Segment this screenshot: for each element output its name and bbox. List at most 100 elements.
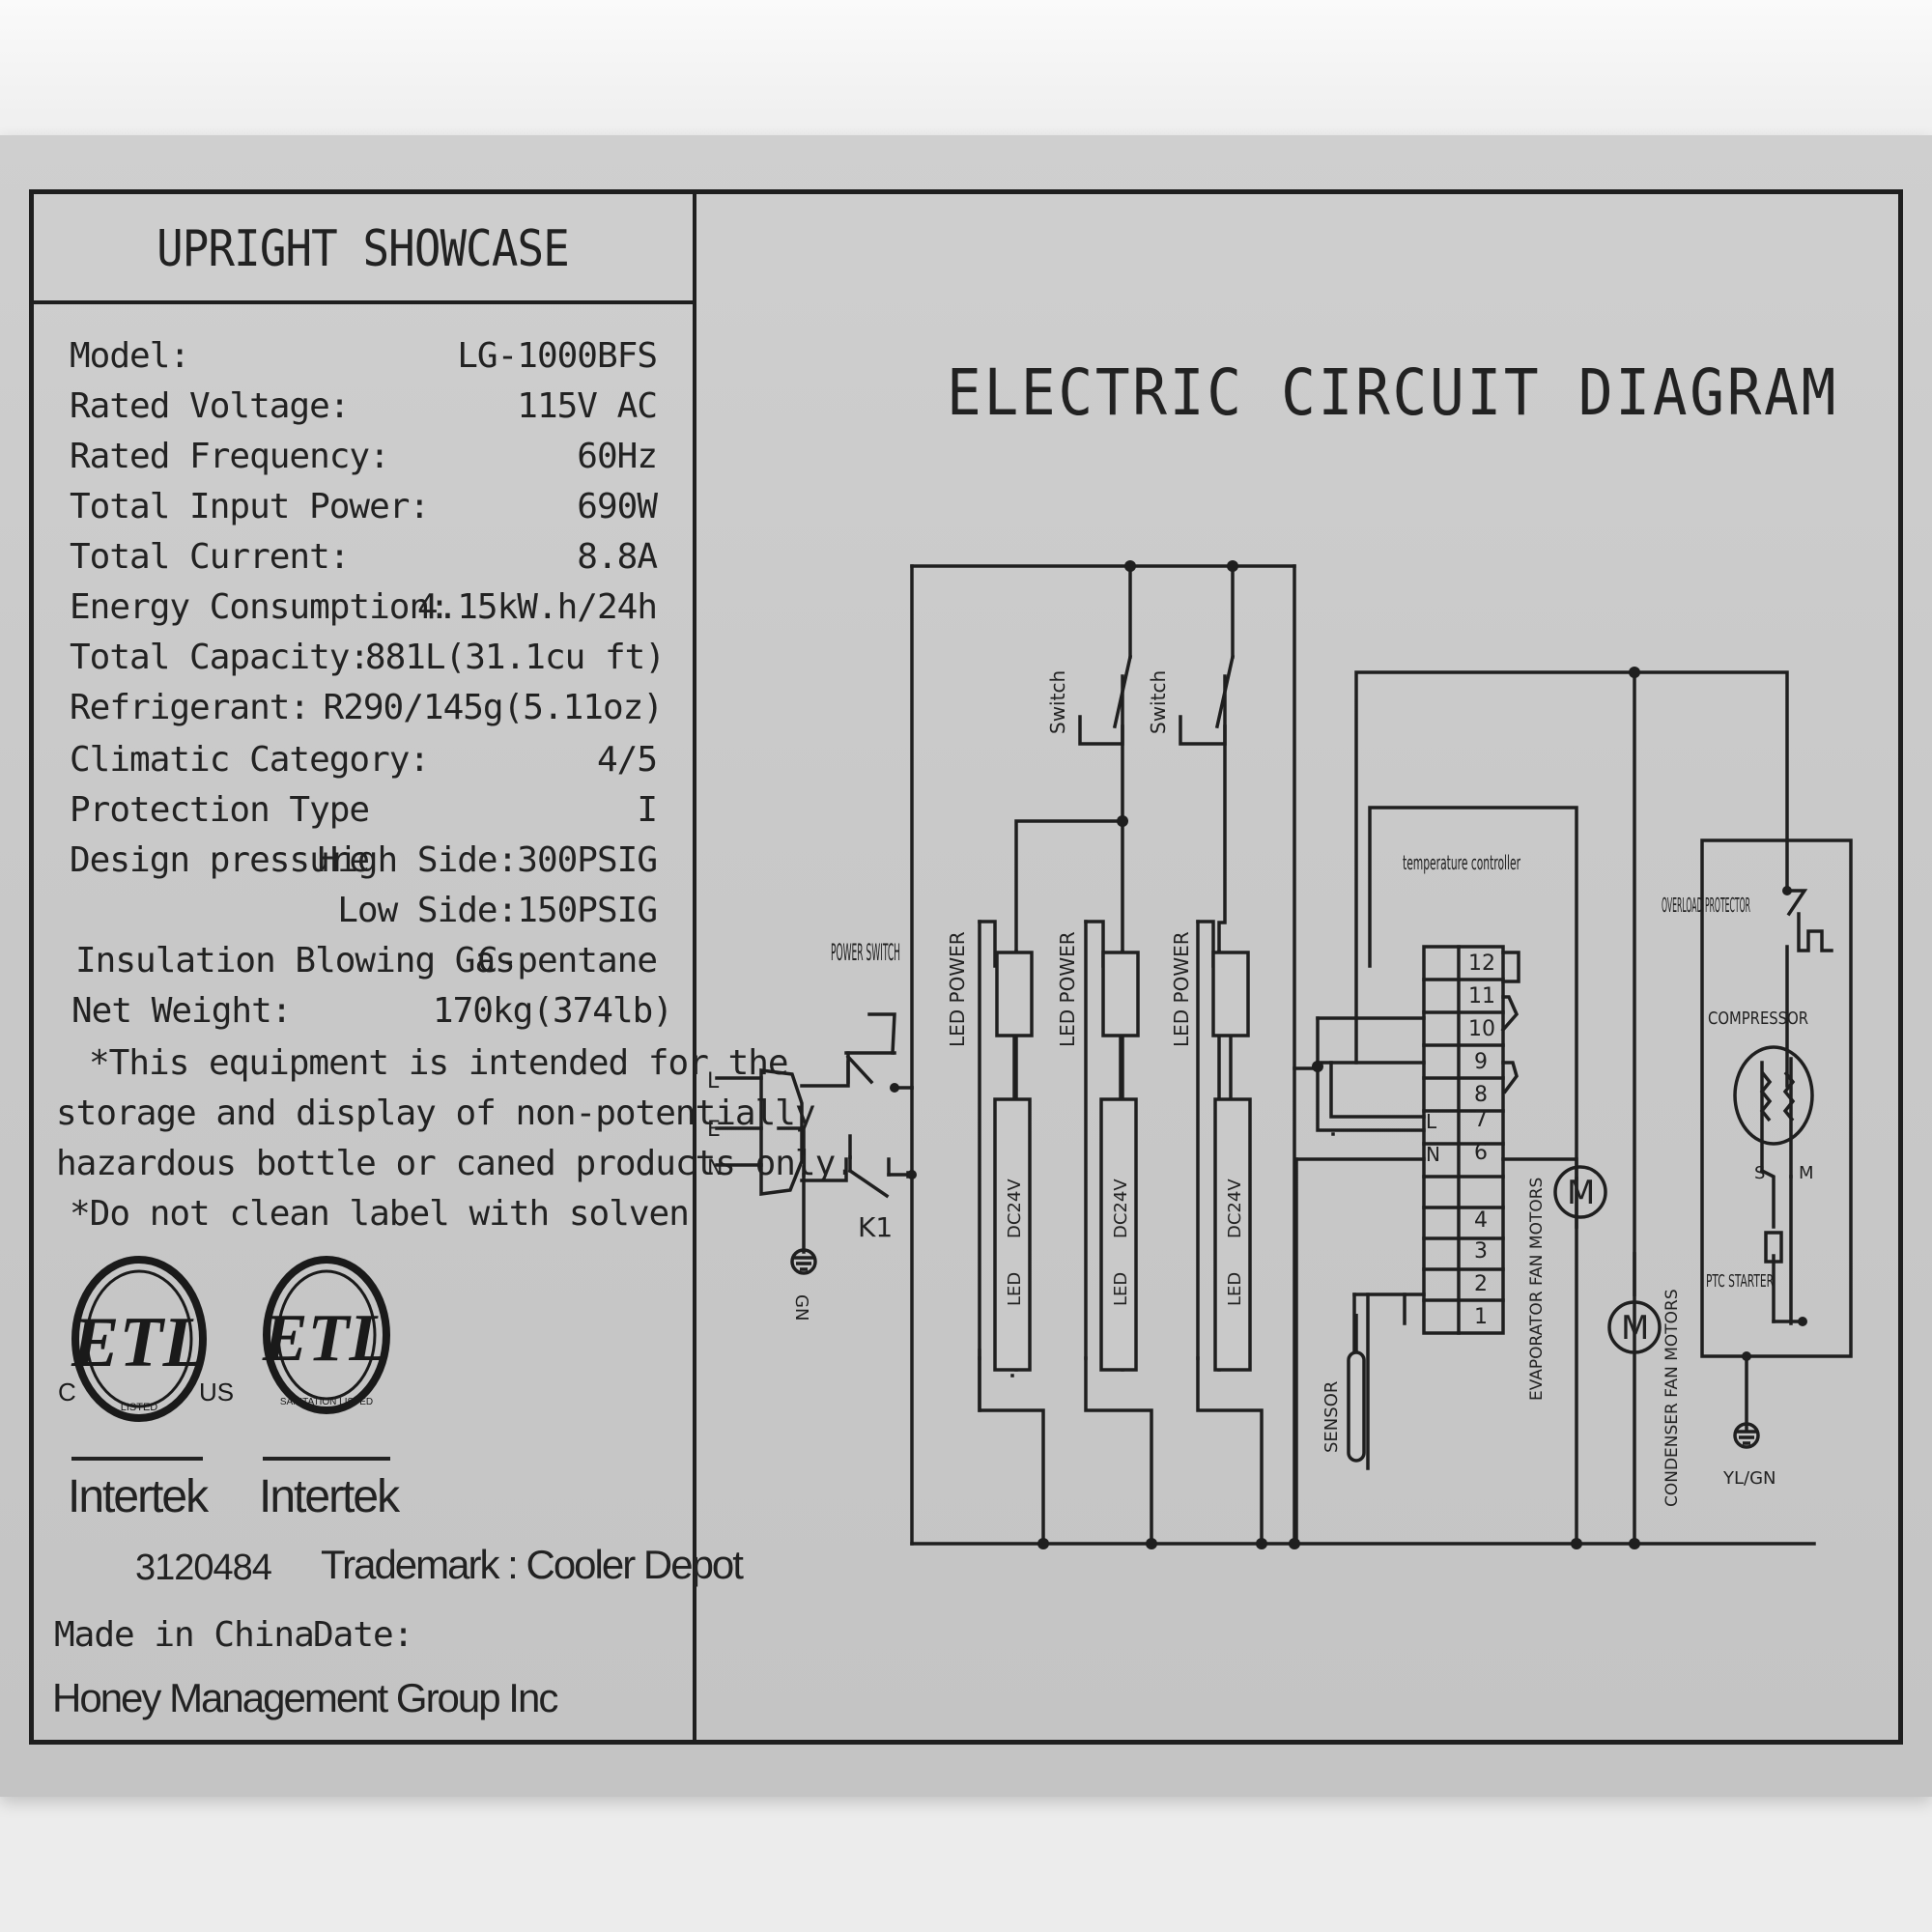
spec-row: Total Capacity:881L(31.1cu ft): [70, 638, 666, 686]
made-in: Made in China: [54, 1615, 315, 1655]
power-switch-label: POWER SWITCH: [831, 939, 900, 966]
switch-label-2: Switch: [1147, 670, 1170, 734]
led-voltage-1: DC24V: [1005, 1179, 1025, 1238]
terminal-number: 11: [1468, 984, 1495, 1009]
intertek-brand-1: Intertek: [68, 1471, 209, 1522]
spec-value: I: [637, 790, 658, 830]
spec-row: Climatic Category: 4/5: [70, 740, 658, 788]
product-title: UPRIGHT SHOWCASE: [156, 220, 570, 278]
evaporator-motor-symbol: M: [1567, 1174, 1595, 1212]
nameplate-label: [0, 135, 1932, 1797]
terminal-number: 7: [1474, 1108, 1488, 1132]
led-label-2: LED: [1111, 1272, 1131, 1306]
spec-row: Rated Frequency: 60Hz: [70, 437, 658, 485]
led-power-label-3: LED POWER: [1170, 931, 1193, 1047]
spec-row: Total Current:8.8A: [70, 537, 658, 585]
compressor-s-label: S: [1754, 1163, 1765, 1183]
overload-label: OVERLOAD PROTECTOR: [1662, 894, 1750, 917]
spec-value: 690W: [577, 487, 658, 526]
spec-value: High Side:300PSIG: [317, 840, 658, 880]
controller-l-label: L: [1426, 1110, 1437, 1133]
etl-listed-logo: ETL C US LISTED: [58, 1256, 234, 1422]
etl-listed-text: LISTED: [121, 1402, 158, 1413]
spec-row: Rated Voltage: 115V AC: [70, 386, 658, 435]
notice-line-1: *This equipment is intended for the: [89, 1043, 789, 1083]
led-label-1: LED: [1005, 1272, 1025, 1306]
spec-label: Design pressure: [70, 840, 370, 880]
spec-label: Insulation Blowing Gas: [75, 941, 516, 980]
plug-ground-label: GN: [791, 1294, 811, 1321]
spec-row: Net Weight: 170kg(374lb): [70, 991, 673, 1039]
spec-row: Protection Type I: [70, 790, 658, 838]
spec-value: 115V AC: [517, 386, 658, 426]
terminal-number: 12: [1468, 952, 1495, 976]
label-border: [29, 189, 1903, 1745]
date-label: Date:: [313, 1615, 413, 1655]
led-power-label-2: LED POWER: [1056, 931, 1079, 1047]
spec-label: Rated Frequency:: [70, 437, 390, 476]
logo2-rule: [263, 1457, 390, 1461]
spec-row: Energy Consumption:4.15kW.h/24h: [70, 587, 658, 636]
condenser-label: CONDENSER FAN MOTORS: [1662, 1289, 1682, 1507]
plug-n-label: N: [707, 1156, 723, 1180]
column-divider: [693, 191, 696, 1743]
spec-label: Protection Type: [70, 790, 370, 830]
switch-label-1: Switch: [1046, 670, 1069, 734]
logo1-rule: [71, 1457, 203, 1461]
plug-l-label: L: [707, 1069, 720, 1094]
spec-label: Net Weight:: [71, 991, 292, 1031]
terminal-number: 9: [1474, 1050, 1488, 1074]
compressor-label: COMPRESSOR: [1708, 1009, 1808, 1029]
compressor-m-label: M: [1799, 1163, 1814, 1183]
certification-number: 3120484: [135, 1548, 272, 1588]
spec-label: Rated Voltage:: [70, 386, 350, 426]
etl-sanitation-text: SANITATION LISTED: [280, 1397, 373, 1407]
spec-row: Refrigerant: R290/145g(5.11oz): [70, 688, 664, 736]
led-voltage-3: DC24V: [1225, 1179, 1245, 1238]
spec-label: Climatic Category:: [70, 740, 430, 780]
spec-value: 4/5: [596, 740, 658, 780]
spec-label: Total Input Power:: [70, 487, 430, 526]
spec-value: 881L(31.1cu ft): [364, 638, 666, 677]
notice-line-4: *Do not clean label with solven: [70, 1194, 690, 1234]
evaporator-label: EVAPORATOR FAN MOTORS: [1527, 1178, 1547, 1401]
spec-row: Model: LG-1000BFS: [70, 336, 658, 384]
ground-label: YL/GN: [1722, 1468, 1776, 1489]
spec-row: Low Side:150PSIG: [70, 891, 658, 939]
terminal-number: 3: [1474, 1239, 1488, 1264]
controller-n-label: N: [1426, 1143, 1440, 1166]
spec-label: Model:: [70, 336, 190, 376]
notice-line-2: storage and display of non-potentially: [56, 1094, 816, 1133]
spec-value: Low Side:150PSIG: [337, 891, 658, 930]
spec-label: Energy Consumption:: [70, 587, 450, 627]
spec-label: Total Current:: [70, 537, 350, 577]
etl-sanitation-mark: ETL: [262, 1301, 390, 1376]
spec-value: 4.15kW.h/24h: [416, 587, 658, 627]
etl-sanitation-logo: ETL SANITATION LISTED: [262, 1256, 390, 1414]
terminal-number: 4: [1474, 1208, 1488, 1233]
spec-value: C-pentane: [476, 941, 658, 980]
led-power-label-1: LED POWER: [946, 931, 969, 1047]
terminal-number: 6: [1474, 1141, 1488, 1165]
spec-value: 170kg(374lb): [432, 991, 673, 1031]
controller-label: temperature controller: [1403, 851, 1520, 874]
spec-value: LG-1000BFS: [457, 336, 658, 376]
diagram-title: ELECTRIC CIRCUIT DIAGRAM: [947, 355, 1839, 430]
etl-left-c: C: [58, 1378, 76, 1406]
terminal-number: 8: [1474, 1083, 1488, 1107]
sensor-label: SENSOR: [1321, 1381, 1342, 1453]
spec-value: R290/145g(5.11oz): [323, 688, 664, 727]
etl-mark: ETL: [71, 1303, 207, 1382]
terminal-number: 2: [1474, 1272, 1488, 1296]
etl-right-us: US: [199, 1378, 234, 1406]
k1-label: K1: [858, 1211, 893, 1243]
company-name: Honey Management Group Inc: [52, 1675, 558, 1720]
spec-label: Refrigerant:: [70, 688, 310, 727]
intertek-brand-2: Intertek: [259, 1471, 400, 1522]
led-label-3: LED: [1225, 1272, 1245, 1306]
spec-value: 60Hz: [577, 437, 658, 476]
spec-row: Total Input Power: 690W: [70, 487, 658, 535]
